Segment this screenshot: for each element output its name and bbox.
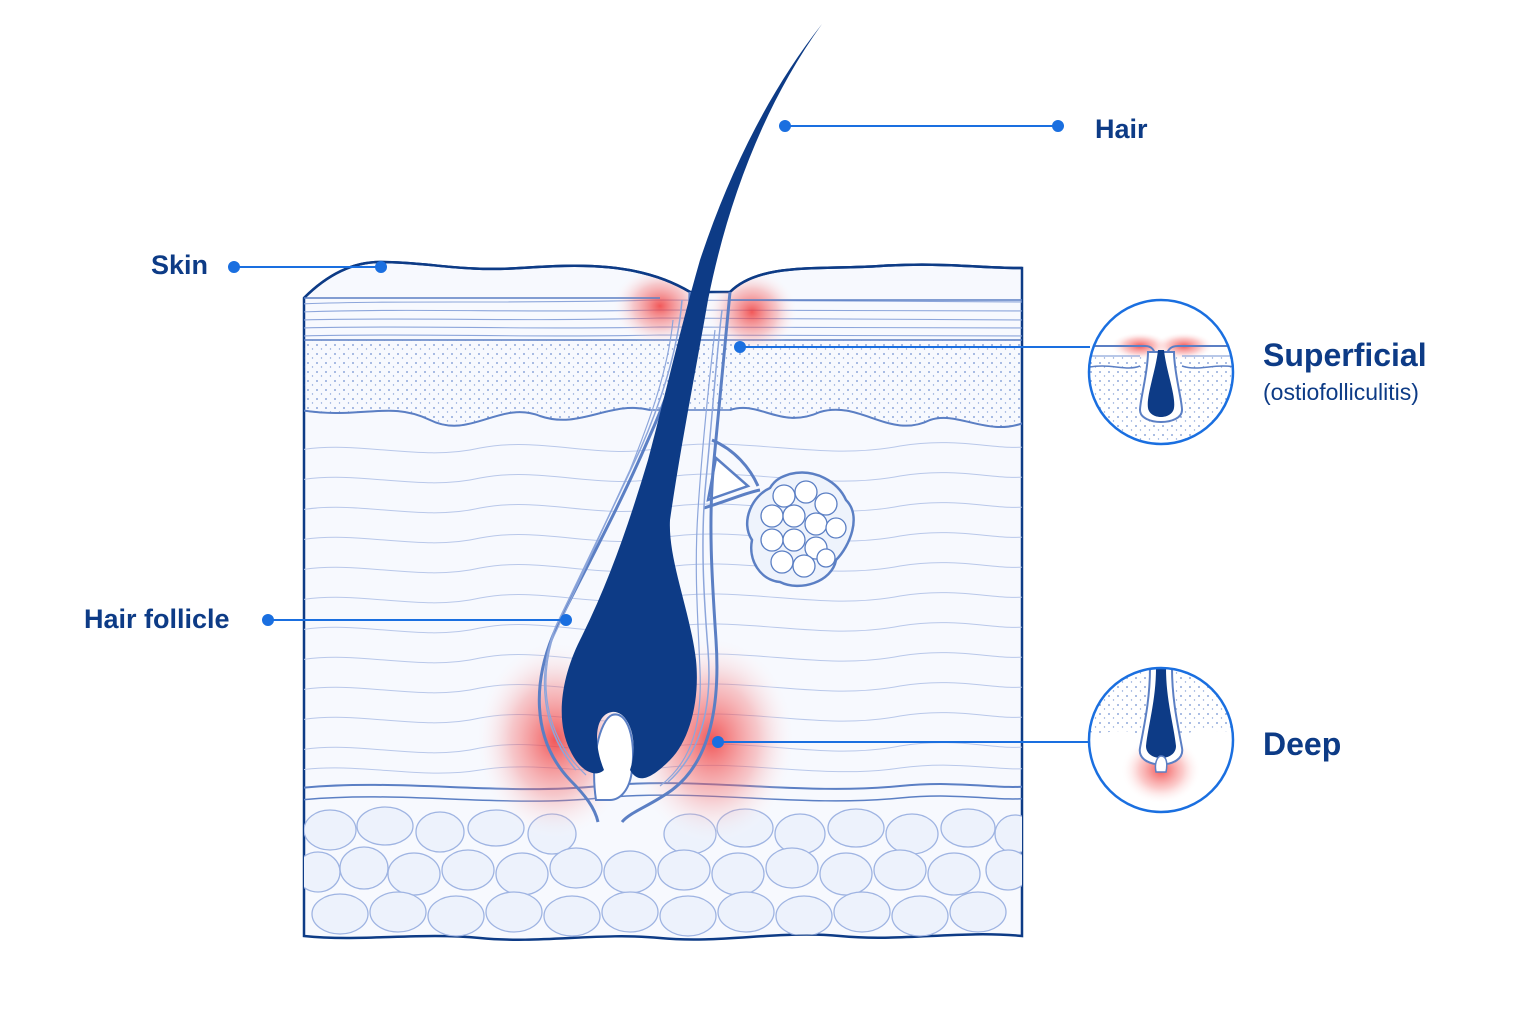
superficial-label: Superficial [1263, 339, 1427, 371]
hair-follicle-label: Hair follicle [84, 606, 230, 633]
deep-label: Deep [1263, 728, 1341, 760]
superficial-sublabel: (ostiofolliculitis) [1263, 381, 1419, 404]
superficial-inflammation-right [706, 270, 798, 354]
deep-folliculitis-inset-icon [1085, 668, 1245, 812]
superficial-folliculitis-inset-icon [1085, 300, 1245, 456]
skin-label: Skin [151, 252, 208, 279]
hair-label: Hair [1095, 116, 1148, 143]
